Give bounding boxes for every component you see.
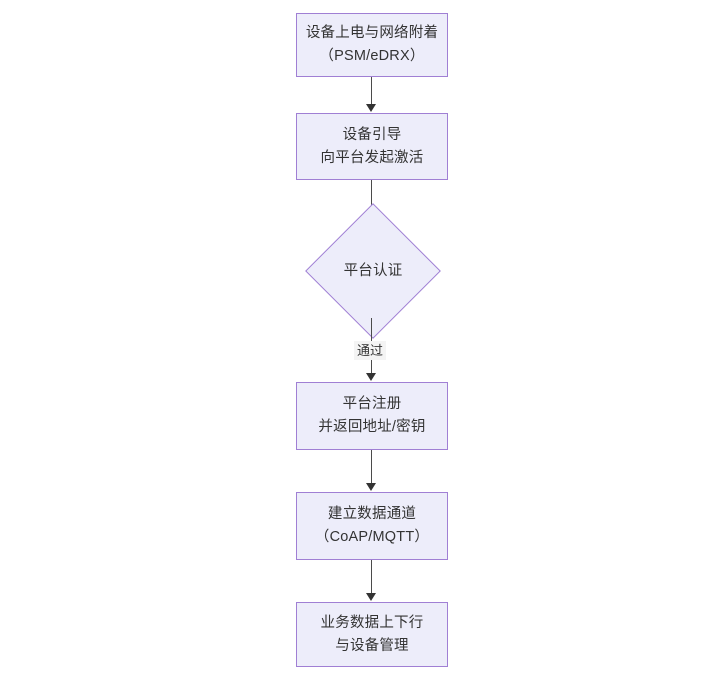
arrowhead-n5-n6 (366, 593, 376, 601)
flow-node-platform-auth[interactable]: 平台认证 (305, 203, 441, 339)
flow-node-power-on[interactable]: 设备上电与网络附着 （PSM/eDRX） (296, 13, 448, 77)
arrowhead-n4-n5 (366, 483, 376, 491)
flow-node-business-data[interactable]: 业务数据上下行 与设备管理 (296, 602, 448, 667)
flow-node-data-channel[interactable]: 建立数据通道 （CoAP/MQTT） (296, 492, 448, 560)
flow-node-business-data-line2: 与设备管理 (335, 637, 409, 654)
flow-node-data-channel-line1: 建立数据通道 (327, 506, 417, 522)
flow-node-power-on-line1: 设备上电与网络附着 (305, 25, 439, 41)
edge-label-pass: 通过 (354, 341, 387, 360)
flow-node-platform-register-line1: 平台注册 (342, 396, 402, 412)
flow-node-device-bootstrap-line2: 向平台发起激活 (320, 149, 424, 166)
flow-node-platform-register-line2: 并返回地址/密钥 (318, 419, 426, 435)
flow-node-data-channel-line2: （CoAP/MQTT） (314, 529, 430, 545)
flow-node-device-bootstrap-line1: 设备引导 (342, 126, 402, 143)
flow-node-platform-auth-label: 平台认证 (343, 262, 403, 279)
flow-node-device-bootstrap[interactable]: 设备引导 向平台发起激活 (296, 113, 448, 180)
connector-n2-n3 (371, 180, 373, 215)
flow-node-power-on-line2: （PSM/eDRX） (319, 48, 425, 64)
connector-n5-n6 (371, 560, 373, 594)
connector-n4-n5 (371, 450, 373, 484)
arrowhead-n3-n4 (366, 373, 376, 381)
connector-n1-n2 (371, 77, 373, 106)
flow-node-platform-register[interactable]: 平台注册 并返回地址/密钥 (296, 382, 448, 450)
flow-node-business-data-line1: 业务数据上下行 (320, 614, 424, 631)
arrowhead-n1-n2 (366, 104, 376, 112)
